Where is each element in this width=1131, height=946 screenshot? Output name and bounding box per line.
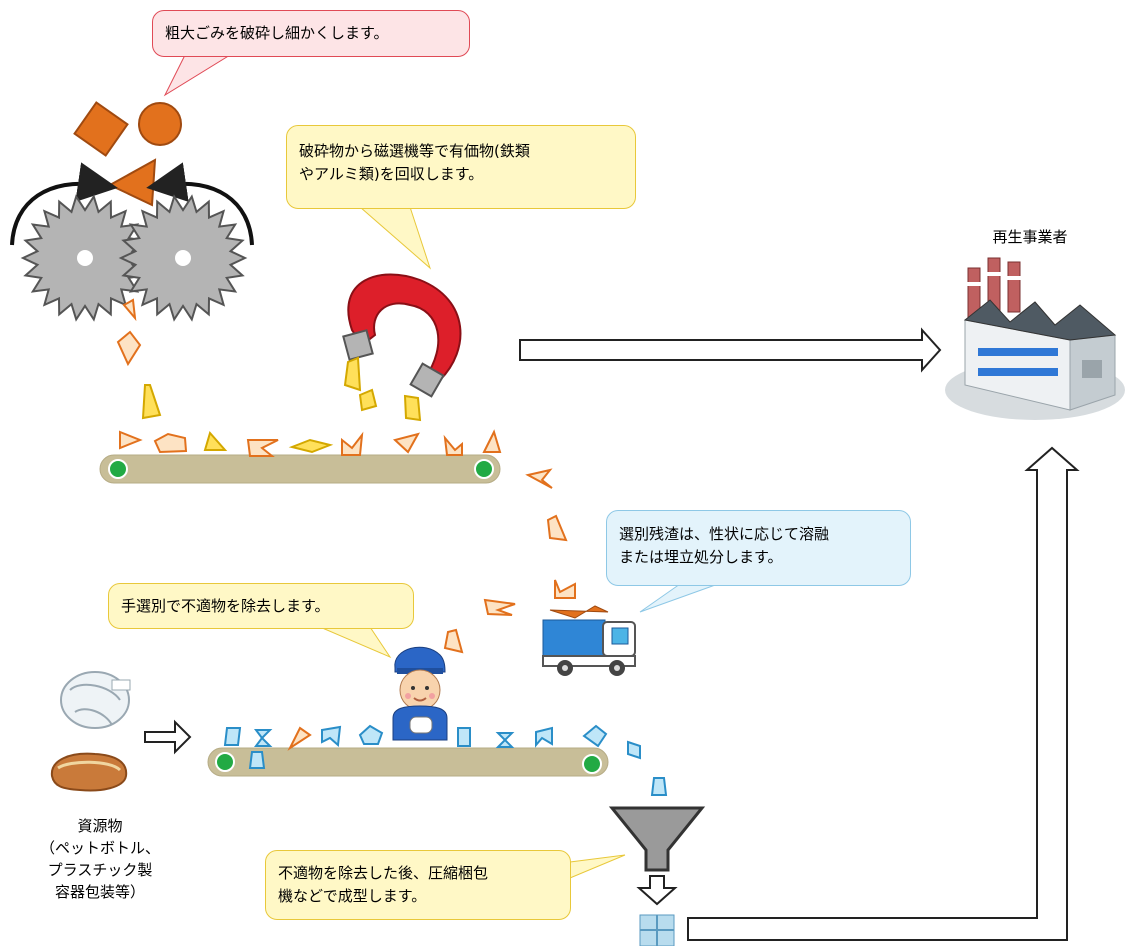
down-arrow-icon xyxy=(636,875,678,906)
label-resources-line4: 容器包装等） xyxy=(54,883,145,901)
circle-shape xyxy=(138,102,182,146)
callout-residue: 選別残渣は、性状に応じて溶融 または埋立処分します。 xyxy=(606,510,911,586)
rotation-arrow-left-icon xyxy=(10,162,118,246)
residue-fragments xyxy=(443,468,576,654)
label-resources-line1: 資源物 xyxy=(77,817,123,835)
upper-conveyor-fragments xyxy=(119,429,502,457)
recovery-arrow-icon xyxy=(519,327,942,373)
crusher-gear-icon xyxy=(118,194,248,322)
callout-text: 粗大ごみを破砕し細かくします。 xyxy=(165,24,389,42)
bale-icon xyxy=(639,914,675,946)
shipment-arrow-icon xyxy=(687,446,1080,941)
callout-tail xyxy=(163,54,232,97)
callout-tail xyxy=(319,626,392,659)
input-arrow-icon xyxy=(144,719,192,755)
label-recycler: 再生事業者 xyxy=(992,228,1068,246)
lower-conveyor-belt xyxy=(207,747,609,777)
callout-tail xyxy=(358,206,432,270)
factory-icon xyxy=(945,257,1125,420)
plastic-bottles-icon xyxy=(60,671,131,729)
square-shape xyxy=(73,101,129,157)
callout-text-line2: やアルミ類)を回収します。 xyxy=(299,165,484,183)
falling-fragments xyxy=(116,298,162,420)
attracted-metal-fragments xyxy=(343,356,422,422)
callout-magnet: 破砕物から磁選機等で有価物(鉄類 やアルミ類)を回収します。 xyxy=(286,125,636,209)
callout-tail xyxy=(569,854,626,879)
callout-text-line1: 破砕物から磁選機等で有価物(鉄類 xyxy=(299,142,530,160)
callout-text: 手選別で不適物を除去します。 xyxy=(121,597,330,615)
roller-left xyxy=(215,752,235,772)
callout-hand-sort: 手選別で不適物を除去します。 xyxy=(108,583,414,629)
callout-compress: 不適物を除去した後、圧縮梱包 機などで成型します。 xyxy=(265,850,571,920)
lower-conveyor-items xyxy=(223,724,668,796)
crusher-input-shapes xyxy=(73,101,182,207)
callout-text-line1: 選別残渣は、性状に応じて溶融 xyxy=(619,525,830,543)
callout-tail xyxy=(639,583,719,613)
magnet-icon xyxy=(342,273,462,398)
label-resources-line3: プラスチック製 xyxy=(47,861,153,879)
label-resources: 資源物 （ペットボトル、 プラスチック製 容器包装等） xyxy=(5,815,195,903)
roller-right xyxy=(582,754,602,774)
rotation-arrow-right-icon xyxy=(146,162,254,246)
worker-icon xyxy=(392,646,448,741)
hopper-icon xyxy=(608,806,706,872)
callout-text-line2: 機などで成型します。 xyxy=(278,887,427,905)
callout-text-line1: 不適物を除去した後、圧縮梱包 xyxy=(278,864,489,882)
roller-right xyxy=(474,459,494,479)
callout-crusher: 粗大ごみを破砕し細かくします。 xyxy=(152,10,470,57)
roller-left xyxy=(108,459,128,479)
plastic-containers-icon xyxy=(50,752,128,792)
label-resources-line2: （ペットボトル、 xyxy=(39,839,160,857)
callout-text-line2: または埋立処分します。 xyxy=(619,548,783,566)
dump-truck-icon xyxy=(542,605,636,676)
upper-conveyor-belt xyxy=(99,454,501,484)
triangle-shape xyxy=(107,158,157,207)
crusher-gear-icon xyxy=(20,194,150,322)
